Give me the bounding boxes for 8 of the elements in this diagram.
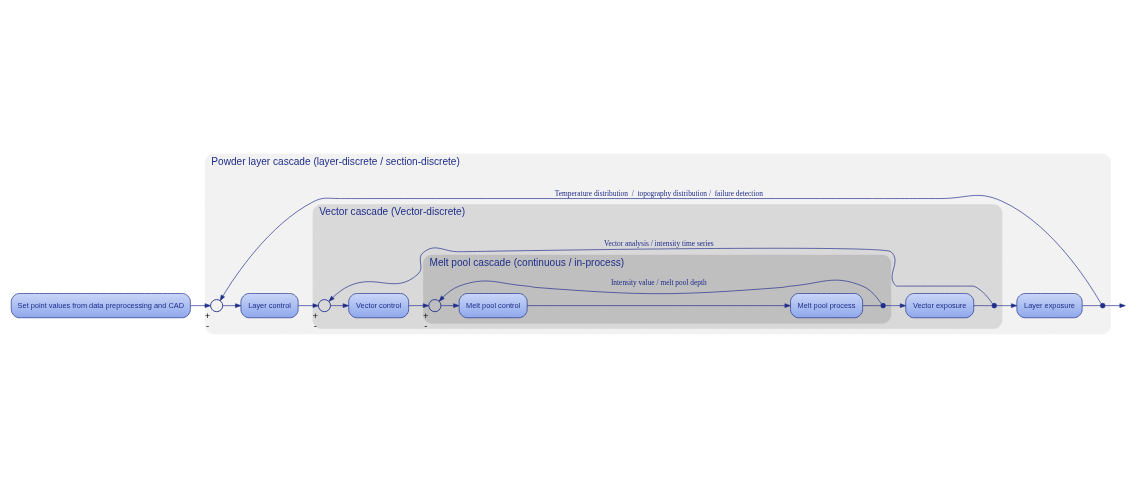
edge-label: Temperature distribution / topography distribution / failure detection	[554, 189, 763, 199]
node-label: +	[204, 310, 211, 322]
node-label: -	[206, 320, 210, 332]
node-label: -	[313, 320, 317, 332]
node-label: +	[312, 310, 319, 322]
edge-label: Intensity value / melt pool depth	[610, 278, 707, 288]
node-label: +	[423, 310, 429, 322]
edge-label: Vector analysis / intensity time series	[603, 239, 714, 249]
